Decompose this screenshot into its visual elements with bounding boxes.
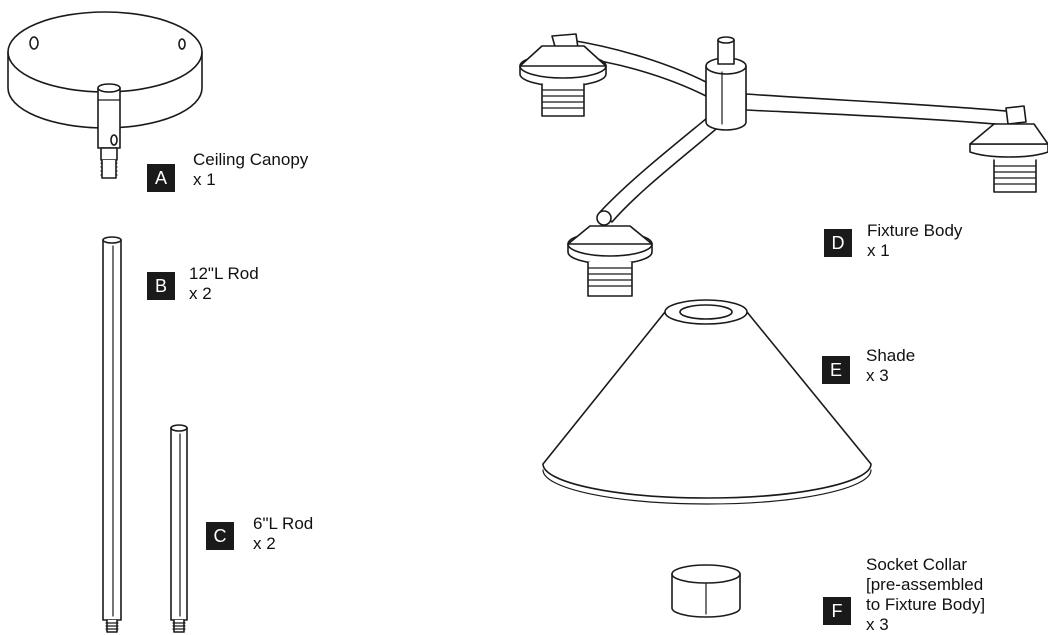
- part-d-name: Fixture Body: [867, 221, 963, 240]
- part-b-qty: x 2: [189, 284, 212, 303]
- part-c-badge: C: [206, 522, 234, 550]
- part-b-name: 12"L Rod: [189, 264, 259, 283]
- part-c-qty: x 2: [253, 534, 276, 553]
- part-a-name: Ceiling Canopy: [193, 150, 309, 169]
- ceiling-canopy-drawing: [7, 11, 203, 179]
- part-f-name-line-2: [pre-assembled: [866, 575, 984, 594]
- socket-collar-drawing: [671, 564, 741, 618]
- fixture-body-drawing: [519, 33, 1048, 297]
- part-e-name: Shade: [866, 346, 916, 365]
- rod-12-drawing: [102, 236, 122, 633]
- part-d-qty: x 1: [867, 241, 890, 260]
- part-f-name-line-3: to Fixture Body]: [866, 595, 986, 614]
- shade-drawing: [542, 299, 872, 505]
- part-e-badge: E: [822, 356, 850, 384]
- part-a-qty: x 1: [193, 170, 216, 189]
- part-c-name: 6"L Rod: [253, 514, 314, 533]
- part-d-badge: D: [824, 229, 852, 257]
- part-a-badge: A: [147, 164, 175, 192]
- part-b-badge: B: [147, 272, 175, 300]
- part-f-qty: x 3: [866, 615, 889, 634]
- part-f-badge: F: [823, 597, 851, 625]
- rod-6-drawing: [170, 424, 188, 633]
- part-f-name-line-1: Socket Collar: [866, 555, 968, 574]
- part-e-qty: x 3: [866, 366, 889, 385]
